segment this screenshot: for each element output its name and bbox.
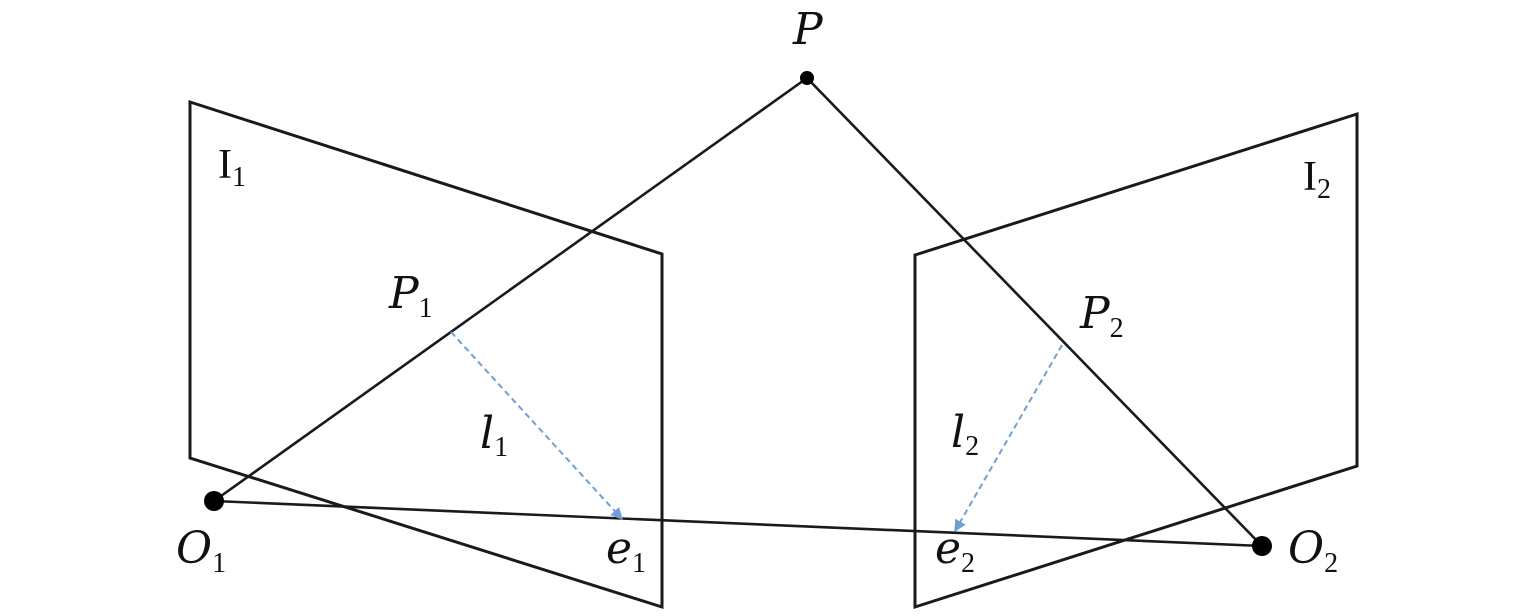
label-i2: I2 [1303, 154, 1331, 205]
label-e2-base: e [935, 523, 961, 574]
label-o1: O1 [176, 523, 226, 579]
label-p: P [792, 4, 824, 55]
ray-p-o2 [806, 77, 1263, 547]
label-l1: l1 [480, 408, 508, 463]
label-o1-sub: 1 [212, 548, 226, 579]
label-e1-base: e [606, 523, 632, 574]
label-p2: P2 [1079, 288, 1124, 344]
epipolar-line-1 [450, 331, 623, 520]
label-o1-base: O [176, 523, 212, 574]
label-i1-base: I [218, 142, 232, 188]
label-p2-base: P [1079, 288, 1111, 339]
label-e2-sub: 2 [961, 548, 975, 579]
label-i1-sub: 1 [232, 162, 246, 193]
label-p1: P1 [388, 268, 433, 324]
label-l1-base: l [480, 408, 494, 459]
label-i1: I1 [218, 142, 246, 193]
epipolar-line-2 [954, 344, 1063, 533]
image-plane-2 [913, 111, 1359, 610]
label-l2-sub: 2 [965, 431, 979, 462]
label-e1: e1 [606, 523, 646, 579]
label-l2: l2 [951, 407, 979, 462]
label-i2-sub: 2 [1317, 174, 1331, 205]
point-o2 [1252, 536, 1272, 556]
label-i2-base: I [1303, 154, 1317, 200]
label-p2-sub: 2 [1110, 313, 1124, 344]
label-l2-base: l [951, 407, 965, 458]
label-o2-sub: 2 [1324, 548, 1338, 579]
label-p1-sub: 1 [419, 293, 433, 324]
point-o1 [204, 491, 224, 511]
ray-p-o1 [213, 76, 808, 503]
label-l1-sub: 1 [494, 432, 508, 463]
image-plane-1 [188, 99, 664, 610]
point-p [800, 71, 814, 85]
label-o2-base: O [1288, 523, 1324, 574]
label-e1-sub: 1 [632, 548, 646, 579]
label-p1-base: P [388, 268, 420, 319]
baseline-o1-o2 [213, 499, 1263, 548]
label-e2: e2 [935, 523, 975, 579]
label-o2: O2 [1288, 523, 1338, 579]
